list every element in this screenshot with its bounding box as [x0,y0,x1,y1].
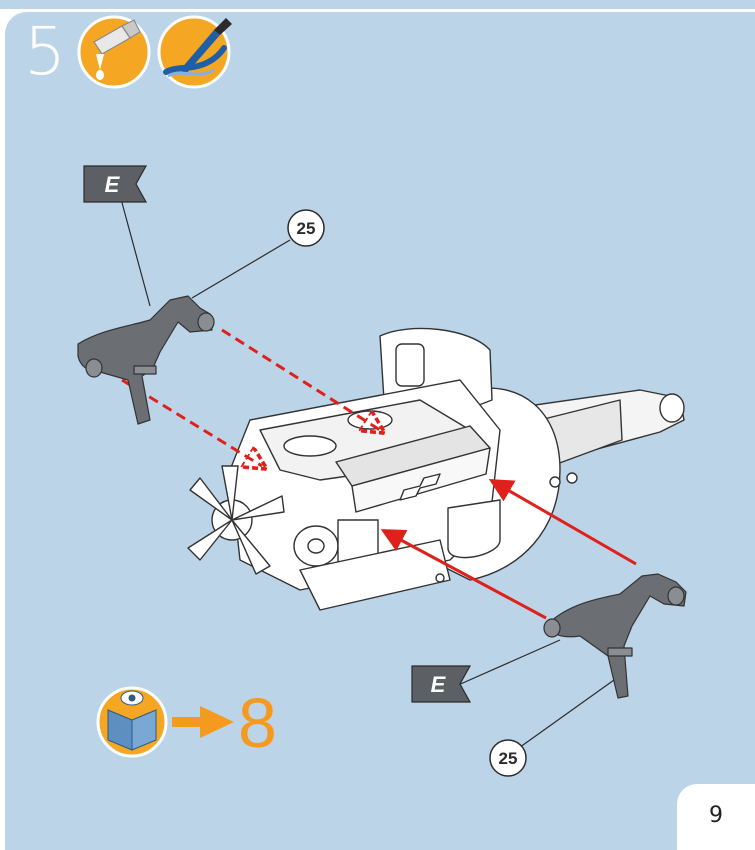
flag-label-top: E [83,165,148,203]
engine-model [187,327,685,611]
glue-icon [77,15,151,89]
callout-bottom: 25 [489,739,527,777]
book-eye-icon [96,686,168,758]
flag-label-top-text: E [105,172,121,197]
step-number: 5 [24,13,66,90]
flag-label-bottom-text: E [431,672,447,697]
reference-step-number: 8 [238,684,277,762]
paint-brush-icon [157,15,232,89]
part-e-bottom [543,573,687,699]
top-strip [0,0,755,9]
callout-top: 25 [287,209,325,247]
dashed-arrows [121,328,380,466]
solid-arrows [380,478,637,620]
page-tab [677,784,755,850]
page-number: 9 [709,803,723,828]
reference-arrow-icon [172,706,234,738]
leader-lines [117,187,615,751]
part-e-top [77,295,215,425]
flag-label-bottom: E [411,665,472,703]
callout-top-text: 25 [297,219,316,238]
fan [187,465,285,575]
callout-bottom-text: 25 [499,749,518,768]
